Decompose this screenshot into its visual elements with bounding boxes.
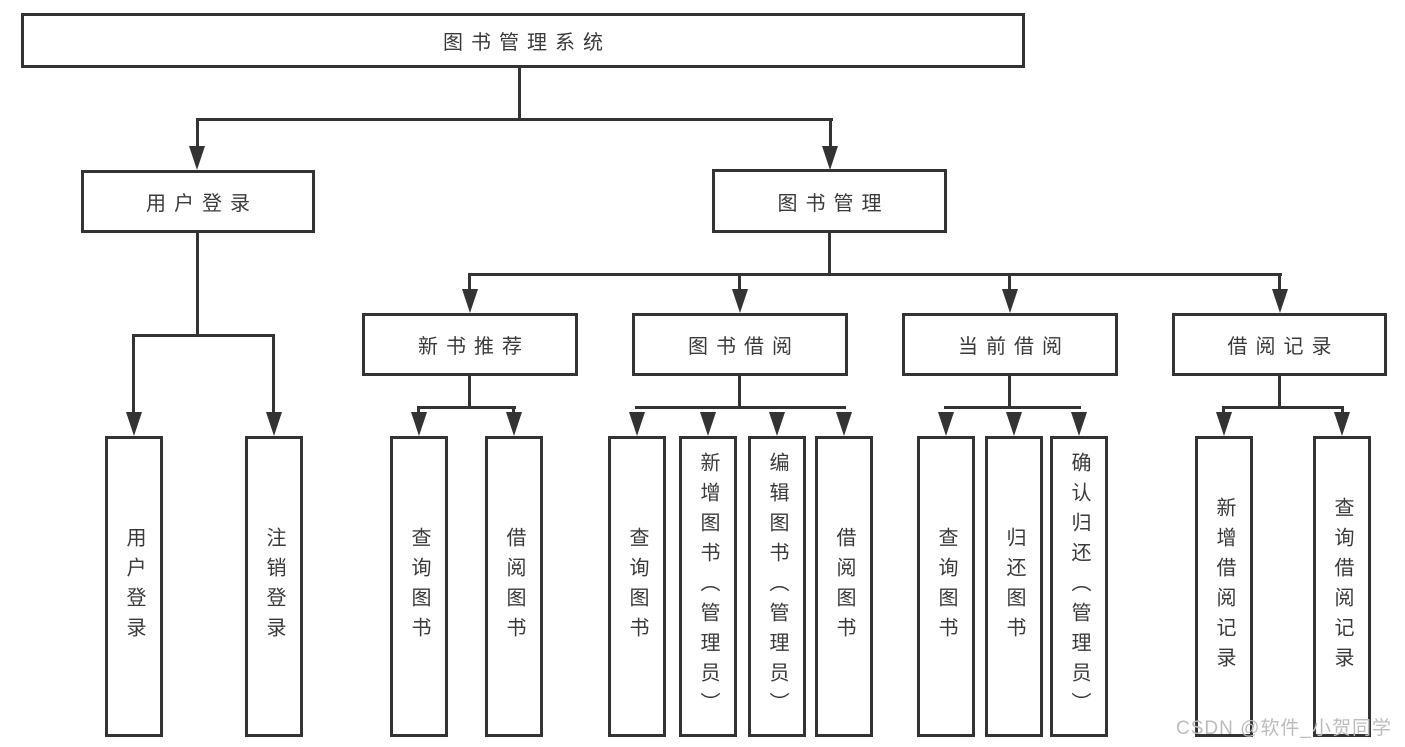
connector-line bbox=[1222, 406, 1225, 416]
leaf-logout: 注销登录 bbox=[245, 436, 303, 737]
connector-line bbox=[417, 406, 420, 416]
leaf-label: 注销登录 bbox=[263, 526, 285, 647]
node-label: 借阅记录 bbox=[1227, 336, 1340, 358]
node-new-book-recommend: 新书推荐 bbox=[362, 313, 578, 376]
connector-line bbox=[944, 406, 1081, 409]
arrowhead-icon bbox=[836, 412, 852, 436]
leaf-label: 用户登录 bbox=[123, 526, 145, 647]
leaf-edit-books-admin: 编辑图书（管理员） bbox=[748, 436, 806, 737]
node-label: 图书借阅 bbox=[688, 336, 800, 358]
leaf-label: 借阅图书 bbox=[833, 526, 855, 647]
csdn-watermark: CSDN @软件_小贺同学 bbox=[1176, 718, 1392, 739]
leaf-query-borrow-record: 查询借阅记录 bbox=[1313, 436, 1371, 737]
connector-line bbox=[196, 118, 833, 121]
node-user-login: 用户登录 bbox=[81, 170, 315, 233]
arrowhead-icon bbox=[506, 412, 522, 436]
connector-line bbox=[829, 118, 832, 148]
node-book-management: 图书管理 bbox=[712, 169, 947, 233]
node-borrowing-records: 借阅记录 bbox=[1172, 313, 1387, 376]
connector-line bbox=[518, 68, 521, 121]
leaf-label: 查询图书 bbox=[626, 526, 648, 647]
arrowhead-icon bbox=[1002, 289, 1018, 313]
leaf-query-books-borrowing: 查询图书 bbox=[608, 436, 666, 737]
node-label: 图书管理 bbox=[777, 192, 890, 215]
arrowhead-icon bbox=[1006, 412, 1022, 436]
connector-line bbox=[1008, 273, 1011, 293]
leaf-label: 查询图书 bbox=[935, 526, 957, 647]
leaf-label: 借阅图书 bbox=[503, 526, 525, 647]
arrowhead-icon bbox=[938, 412, 954, 436]
leaf-label: 查询图书 bbox=[408, 526, 430, 647]
connector-line bbox=[1341, 406, 1344, 416]
leaf-borrow-books-recommend: 借阅图书 bbox=[485, 436, 543, 737]
connector-line bbox=[738, 376, 741, 409]
leaf-borrow-books-borrowing: 借阅图书 bbox=[815, 436, 873, 737]
connector-line bbox=[417, 406, 516, 409]
connector-line bbox=[635, 406, 846, 409]
leaf-label: 查询借阅记录 bbox=[1331, 496, 1353, 677]
arrowhead-icon bbox=[732, 289, 748, 313]
connector-line bbox=[468, 273, 471, 293]
connector-line bbox=[1008, 376, 1011, 409]
node-book-borrowing: 图书借阅 bbox=[632, 313, 848, 376]
leaf-label: 新增图书（管理员） bbox=[697, 451, 719, 722]
leaf-label: 编辑图书（管理员） bbox=[766, 451, 788, 722]
connector-line bbox=[1222, 406, 1344, 409]
leaf-confirm-return-admin: 确认归还（管理员） bbox=[1050, 436, 1108, 737]
arrowhead-icon bbox=[411, 412, 427, 436]
connector-line bbox=[132, 334, 135, 414]
leaf-add-books-admin: 新增图书（管理员） bbox=[679, 436, 737, 737]
arrowhead-icon bbox=[822, 146, 838, 170]
leaf-label: 新增借阅记录 bbox=[1213, 496, 1235, 677]
arrowhead-icon bbox=[1071, 412, 1087, 436]
leaf-user-login: 用户登录 bbox=[105, 436, 163, 737]
arrowhead-icon bbox=[1272, 289, 1288, 313]
connector-line bbox=[196, 233, 199, 337]
connector-line bbox=[468, 376, 471, 409]
connector-line bbox=[468, 273, 1282, 276]
connector-line bbox=[512, 406, 515, 416]
arrowhead-icon bbox=[700, 412, 716, 436]
leaf-add-borrow-record: 新增借阅记录 bbox=[1195, 436, 1253, 737]
node-label: 图书管理系统 bbox=[443, 32, 611, 54]
arrowhead-icon bbox=[629, 412, 645, 436]
connector-line bbox=[132, 334, 275, 337]
node-current-borrowing: 当前借阅 bbox=[902, 313, 1118, 376]
connector-line bbox=[828, 233, 831, 276]
connector-line bbox=[196, 118, 199, 148]
node-label: 当前借阅 bbox=[958, 336, 1070, 358]
arrowhead-icon bbox=[462, 289, 478, 313]
connector-line bbox=[272, 334, 275, 414]
node-label: 新书推荐 bbox=[418, 336, 530, 358]
node-label: 用户登录 bbox=[146, 193, 258, 215]
leaf-query-books-recommend: 查询图书 bbox=[390, 436, 448, 737]
leaf-label: 确认归还（管理员） bbox=[1068, 451, 1090, 722]
connector-line bbox=[1278, 376, 1281, 409]
leaf-return-books: 归还图书 bbox=[985, 436, 1043, 737]
leaf-query-books-current: 查询图书 bbox=[917, 436, 975, 737]
connector-line bbox=[1278, 273, 1281, 293]
leaf-label: 归还图书 bbox=[1003, 526, 1025, 647]
node-library-system: 图书管理系统 bbox=[21, 13, 1025, 68]
arrowhead-icon bbox=[126, 412, 142, 436]
arrowhead-icon bbox=[266, 412, 282, 436]
arrowhead-icon bbox=[1216, 412, 1232, 436]
arrowhead-icon bbox=[189, 146, 205, 170]
arrowhead-icon bbox=[769, 412, 785, 436]
connector-line bbox=[738, 273, 741, 293]
arrowhead-icon bbox=[1334, 412, 1350, 436]
